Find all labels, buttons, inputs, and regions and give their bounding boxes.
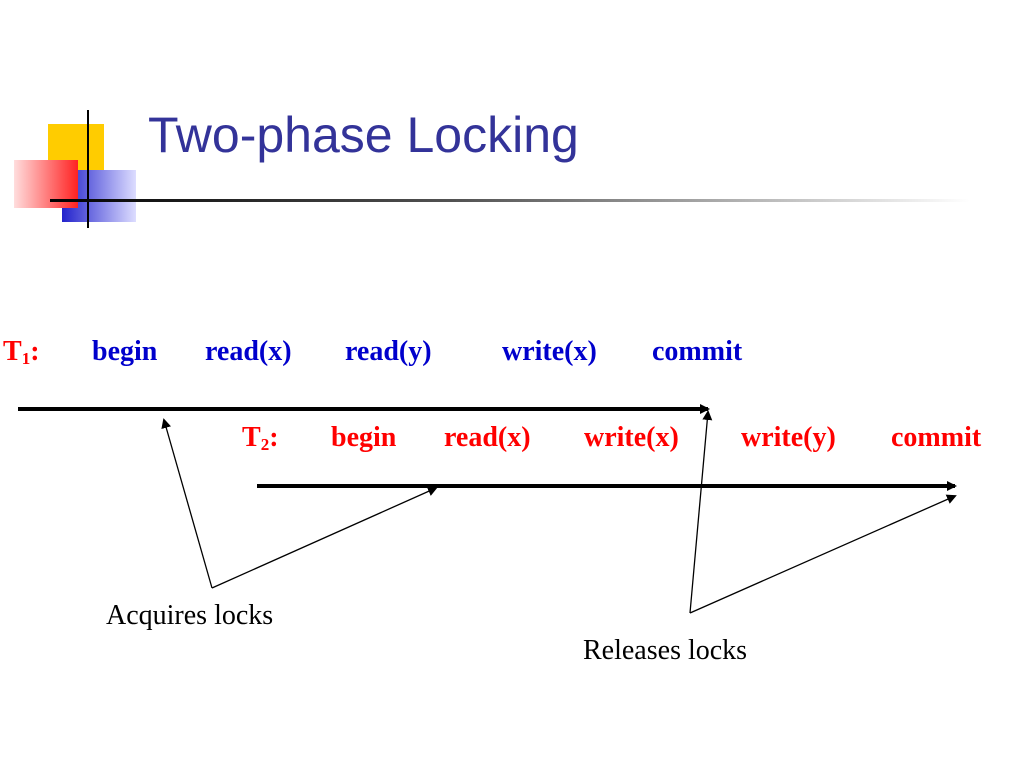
t1-label-letter: T: [3, 336, 22, 367]
acquires-locks-pointers: [161, 418, 438, 589]
t1-label-colon: :: [30, 336, 40, 367]
t2-label: T2:: [242, 422, 279, 454]
t2-op-write-x: write(x): [584, 422, 679, 453]
releases-pointer-t1: [689, 410, 713, 614]
acquires-pointer-t1: [161, 418, 213, 589]
t1-op-begin: begin: [92, 336, 158, 367]
t1-op-read-x: read(x): [205, 336, 292, 367]
t2-label-letter: T: [242, 422, 261, 453]
t2-label-subscript: 2: [260, 435, 270, 454]
t2-op-read-x: read(x): [444, 422, 531, 453]
releases-locks-label: Releases locks: [583, 635, 748, 666]
releases-locks-pointers: [689, 410, 957, 614]
t1-op-read-y: read(y): [345, 336, 432, 367]
releases-pointer-t2: [689, 494, 957, 614]
t2-op-write-y: write(y): [741, 422, 836, 453]
t1-op-write-x: write(x): [502, 336, 597, 367]
t1-label-subscript: 1: [21, 349, 31, 368]
t2-label-colon: :: [269, 422, 279, 453]
t2-op-commit: commit: [891, 422, 982, 453]
t1-label: T1:: [3, 336, 40, 368]
acquires-locks-label: Acquires locks: [106, 600, 274, 631]
t2-op-begin: begin: [331, 422, 397, 453]
acquires-pointer-t2: [211, 486, 438, 589]
decorative-logo-icon: [14, 110, 136, 228]
slide-title: Two-phase Locking: [148, 107, 579, 163]
title-underline: [50, 199, 970, 202]
t1-op-commit: commit: [652, 336, 743, 367]
